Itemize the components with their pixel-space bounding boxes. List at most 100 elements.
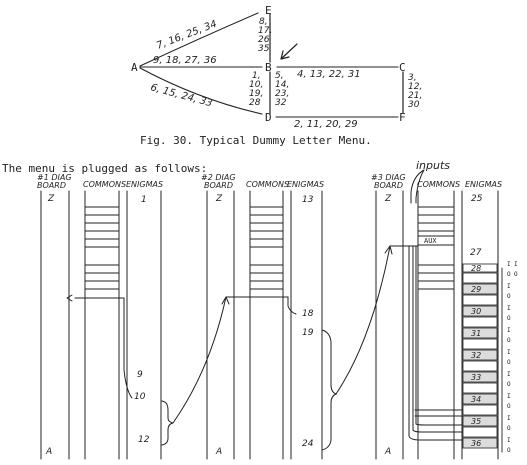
edge-label-a-e: 7, 16, 25, 34 <box>155 19 218 52</box>
board-2: #2 DIAG BOARD COMMONS ENIGMAS Z A 13 18 … <box>201 173 338 460</box>
io-marker-12: O <box>507 381 511 388</box>
edge-a-d <box>139 67 263 115</box>
board-3-enigma-25: 25 <box>471 194 483 204</box>
board-2-top-letter: Z <box>215 194 223 204</box>
io-marker-6: O <box>507 315 511 322</box>
board-2-enigmas-label: ENIGMAS <box>287 180 324 189</box>
board-1-enigma-10: 10 <box>134 392 146 402</box>
board-3-aux-box <box>417 235 455 246</box>
board-1-enigma-9: 9 <box>137 370 143 380</box>
link-board-2-to-3 <box>335 245 391 395</box>
pointer-arrow <box>280 43 298 60</box>
edge-label-a-d: 6, 15, 24, 33 <box>149 82 213 109</box>
node-f: F <box>399 111 406 124</box>
board-3-input-lead-2 <box>415 169 425 204</box>
io-marker-7: I <box>507 327 511 334</box>
menu-graph: A B C D E F 7, 16, 25, 34 9, 18, 27, 36 … <box>131 4 422 130</box>
link-board-1-to-2 <box>172 296 227 424</box>
board-3-enigma-30: 30 <box>471 307 481 316</box>
board-1-enigma-12: 12 <box>138 435 150 445</box>
board-3-enigma-33: 33 <box>471 373 481 382</box>
board-1-commons-label: COMMONS <box>83 180 126 189</box>
io-marker-15: I <box>507 415 511 422</box>
board-3-enigma-36: 36 <box>471 439 481 448</box>
node-a: A <box>131 61 138 74</box>
board-2-brace <box>321 329 338 451</box>
board-2-commons-label: COMMONS <box>246 180 289 189</box>
edge-a-e <box>139 12 259 67</box>
board-1-enigma-lead <box>123 297 133 399</box>
board-3-enigma-31: 31 <box>471 329 481 338</box>
board-3-bus-a <box>408 435 463 441</box>
board-1-title-line2: BOARD <box>37 181 66 190</box>
board-3-enigma-28: 28 <box>471 264 481 273</box>
io-marker-13: I <box>507 393 511 400</box>
board-2-title-line2: BOARD <box>204 181 233 190</box>
board-1: #1 DIAG BOARD COMMONS ENIGMAS Z A 1 9 10 <box>37 173 174 460</box>
board-2-enigma-13: 13 <box>302 195 314 205</box>
board-3-enigma-27: 27 <box>470 248 482 258</box>
edge-label-b-d-left: 1,10,19,28 <box>249 71 263 108</box>
figure-caption: Fig. 30. Typical Dummy Letter Menu. <box>140 134 372 147</box>
io-marker-3: I <box>507 283 511 290</box>
io-marker-18: O <box>507 447 511 454</box>
io-marker-4: O <box>507 293 511 300</box>
board-3-title-line1: #3 DIAG <box>371 173 406 182</box>
node-d: D <box>265 111 272 124</box>
node-b: B <box>265 61 272 74</box>
edge-label-b-c: 4, 13, 22, 31 <box>297 69 361 80</box>
board-1-common-bars <box>84 206 120 290</box>
board-1-top-letter: Z <box>47 194 55 204</box>
board-2-bottom-letter: A <box>215 447 222 457</box>
link-board-1-arrowhead <box>221 296 230 305</box>
board-2-enigma-lead <box>287 296 297 315</box>
board-3-top-letter: Z <box>384 194 392 204</box>
io-marker-11: I <box>507 371 511 378</box>
io-marker-14: O <box>507 403 511 410</box>
io-marker-17: I <box>507 437 511 444</box>
board-3-input-lead-1 <box>410 169 425 204</box>
board-3-bus-b <box>412 429 463 433</box>
board-3-bus-c <box>415 245 463 426</box>
node-e: E <box>265 4 272 17</box>
io-marker-10: O <box>507 359 511 366</box>
link-board-2-arrowhead <box>384 245 393 255</box>
board-1-output-arrowhead <box>66 294 73 302</box>
board-2-common-bars <box>249 206 284 290</box>
board-3-enigma-29: 29 <box>471 285 481 294</box>
board-2-enigma-18: 18 <box>302 309 314 319</box>
board-3: #3 DIAG BOARD COMMONS ENIGMAS Z A AUX <box>371 169 518 460</box>
board-1-title-line1: #1 DIAG <box>37 173 72 182</box>
edge-label-c-f: 3,12,21,30 <box>408 73 422 110</box>
intro-text: The menu is plugged as follows: <box>2 162 207 175</box>
io-marker-20: O <box>514 271 518 278</box>
board-3-io-markers: I O I O I O I O I O I O I O I O I O I O <box>507 261 518 454</box>
board-3-commons-label: COMMONS <box>417 180 460 189</box>
board-3-common-bars <box>417 206 455 290</box>
board-3-enigma-cells <box>462 263 498 449</box>
board-1-brace <box>161 400 174 446</box>
io-marker-16: O <box>507 425 511 432</box>
io-marker-5: I <box>507 305 511 312</box>
io-marker-1: I <box>507 261 511 268</box>
board-3-enigmas-label: ENIGMAS <box>465 180 502 189</box>
board-3-bottom-letter: A <box>384 447 391 457</box>
board-3-aux-label: AUX <box>424 237 437 245</box>
io-marker-9: I <box>507 349 511 356</box>
io-marker-19: I <box>514 261 518 268</box>
board-2-enigma-19: 19 <box>302 328 314 338</box>
board-3-enigma-32: 32 <box>471 351 481 360</box>
pointer-arrowhead <box>280 50 290 60</box>
board-1-enigmas-label: ENIGMAS <box>126 180 163 189</box>
inputs-label: inputs <box>416 159 450 172</box>
edge-label-d-f: 2, 11, 20, 29 <box>294 119 358 130</box>
edge-label-a-b: 9, 18, 27, 36 <box>153 55 217 66</box>
board-1-enigma-1: 1 <box>141 195 147 205</box>
board-1-bottom-letter: A <box>45 447 52 457</box>
board-3-enigma-34: 34 <box>471 395 481 404</box>
io-marker-2: O <box>507 271 511 278</box>
board-3-title-line2: BOARD <box>374 181 403 190</box>
